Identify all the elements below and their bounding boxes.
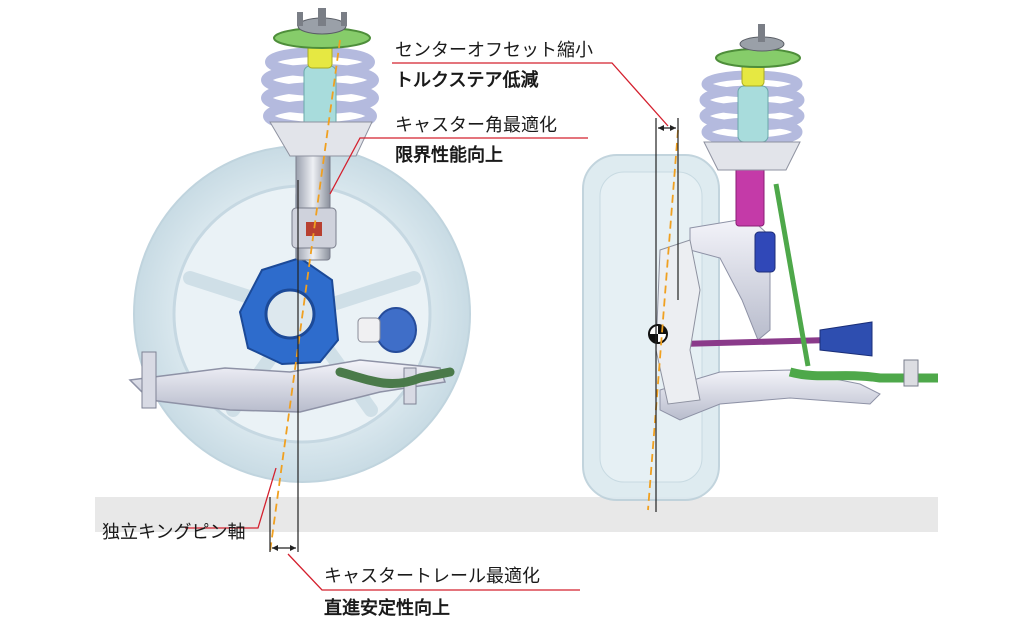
label-center-offset: センターオフセット縮小	[395, 40, 593, 61]
kingpin-axis-dashed	[269, 39, 341, 553]
steering-rack-boot	[819, 321, 873, 357]
lower-arm-front-view	[128, 359, 447, 413]
knuckle-bore	[264, 288, 316, 340]
upper-arm-bushing	[754, 231, 776, 273]
lower-spring-seat-side	[703, 141, 801, 171]
leader-caster-trail	[287, 553, 580, 591]
leader-caster-angle	[329, 137, 588, 195]
lower-spring-seat	[269, 121, 373, 157]
lower-arm-side	[659, 369, 881, 421]
ground-plane	[95, 497, 938, 532]
side-view-assembly	[582, 24, 938, 512]
front-view-assembly	[128, 8, 471, 553]
label-kingpin-axis: 独立キングピン軸	[102, 522, 245, 543]
stabilizer-front-view	[335, 367, 455, 389]
stabilizer-bar-side	[788, 367, 938, 383]
side-axis-dashed	[647, 129, 679, 511]
top-mount-stud-left	[297, 12, 303, 26]
stabilizer-link	[773, 183, 811, 367]
label-torque-steer: トルクステア低減	[395, 69, 538, 91]
arm-bushing-left	[141, 351, 157, 409]
tie-rod-side	[679, 337, 831, 347]
bump-stop-red	[306, 222, 322, 236]
tie-rod-boot	[375, 307, 417, 353]
dust-boot-side	[737, 85, 769, 143]
top-mount-stud-right	[341, 12, 347, 26]
top-stud-side	[758, 24, 765, 42]
label-caster-angle: キャスター角最適化	[395, 115, 557, 136]
tie-rod-joint	[357, 317, 381, 343]
top-mount-stud	[318, 8, 326, 26]
label-limit-performance: 限界性能向上	[395, 144, 503, 166]
knuckle-side	[655, 239, 701, 405]
leader-lines	[185, 62, 669, 591]
leader-center-offset	[392, 62, 669, 127]
label-caster-trail: キャスタートレール最適化	[324, 566, 540, 587]
leader-kingpin	[185, 467, 277, 529]
upper-seat-side	[715, 48, 801, 68]
label-straight-stability: 直進安定性向上	[324, 597, 450, 619]
stabilizer-bushing	[903, 359, 919, 387]
